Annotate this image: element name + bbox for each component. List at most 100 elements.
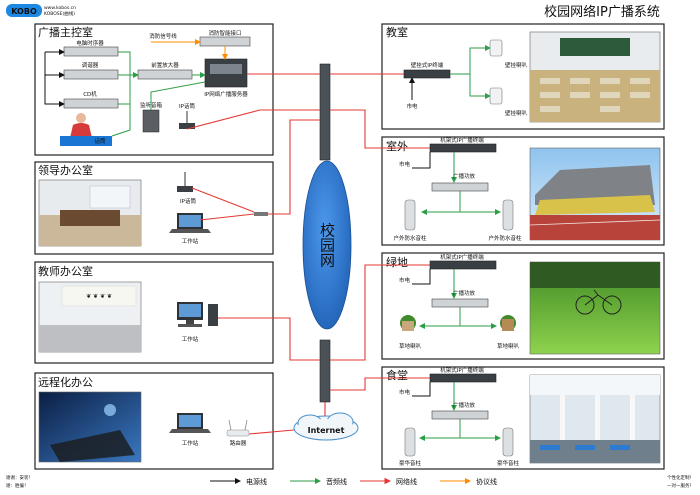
leader-pc-label: 工作站 [182,237,199,245]
logo-subtext-2: KOBOSE(曲线) [44,10,75,17]
desk-label: 话筒 [94,137,106,145]
wall-speaker-icon-2 [489,87,503,105]
ip-server-front [210,64,242,74]
logo-text: KOBO [11,7,37,16]
footer-note-left-1: 谢谢：安装！ [6,474,33,481]
lawn-terminal-label: 机架式IP广播终端 [440,253,484,261]
classroom-audio-line-1 [450,45,491,75]
core-switch-bottom [319,339,331,403]
legend: 电源线 音频线 网络线 协议线 [210,477,497,486]
footer-note-right-1: 个性化定制！ [667,474,694,481]
fire-signal-label: 消防信号线 [149,32,177,40]
kobo-logo: KOBO www.kobos.cn KOBOSE(曲线) [6,4,76,17]
room-title-canteen: 食堂 [386,368,408,382]
leader-switch-icon [254,212,268,216]
ip-mic-label: IP话筒 [179,102,195,110]
outdoor-power-line [412,152,431,169]
header: KOBO www.kobos.cn KOBOSE(曲线) 校园网络IP广播系统 [6,4,660,20]
room-title-leader: 领导办公室 [38,163,93,177]
classroom-terminal-label: 壁挂式IP终端 [411,61,444,69]
logo-subtext-1: www.kobos.cn [44,5,76,11]
legend-audio-label: 音频线 [326,477,347,486]
lawn-speaker-label-2: 草地喇叭 [497,342,520,350]
outdoor-amp-label: 广播功放 [453,172,476,180]
wall-speaker-icon-1 [489,39,503,57]
fire-port-device [199,36,251,47]
net-line-bc-mic [186,109,320,130]
canteen-power-label: 市电 [399,388,411,396]
wall-speaker-label-1: 壁挂喇叭 [505,61,528,69]
net-line-leader [268,119,320,215]
canteen-power-line [412,382,431,397]
canteen-column-speaker-icon-2 [502,427,514,457]
broadcast-devices: 电脑时序器 调谐器 CD机 消防智能接口 消防信号线 前置放大器 IP网络广播服… [44,29,251,146]
announcer-figure: 话筒 [60,113,112,146]
campus-network-label: 校园网 [318,223,336,269]
net-line-lawn [330,264,430,361]
net-line-leader-pc [199,213,255,221]
leader-laptop-icon [169,213,211,233]
teacher-office-board-marks: ❦ ❦ ❦ ❦ [86,293,112,300]
classroom-audio-line-2 [469,74,491,99]
outdoor-power-label: 市电 [399,160,411,168]
page-title: 校园网络IP广播系统 [544,4,660,20]
teacher-pc-label: 工作站 [182,335,199,343]
room-title-outdoor: 室外 [386,139,408,153]
footer-note-right-2: 一对一服务！ [667,482,694,489]
teacher-desktop-icon [177,302,218,327]
net-line-outdoor [330,109,430,149]
canteen-amp-label: 广播功放 [453,401,476,409]
leader-ip-mic-icon [177,172,193,192]
internet-label: Internet [308,426,345,435]
lawn-power-line [412,269,431,285]
net-line-canteen [330,377,430,391]
footer-note-left-2: 谢：胜偏！ [6,482,29,489]
lawn-photo [529,261,661,355]
audio-line-bc-6 [111,104,131,137]
room-title-broadcast: 广播主控室 [38,25,93,39]
outdoor-terminal-device [429,143,497,153]
remote-laptop-icon [169,413,211,433]
outdoor-column-speaker-icon-1 [404,199,416,231]
stadium-photo [529,147,661,241]
leader-office-desk [60,210,120,226]
canteen-photo [529,374,661,464]
remote-office-keyboard [50,430,135,462]
canteen-speaker-label-1: 豪华音柱 [399,459,422,467]
legend-power-label: 电源线 [246,477,267,486]
canteen-terminal-device [429,373,497,383]
net-line-remote [248,429,295,435]
canteen-column-speaker-icon-1 [404,427,416,457]
net-line-leader-mic [191,187,255,213]
room-title-classroom: 教室 [386,25,408,39]
lawn-amp-device [431,298,489,308]
classroom-terminal-device [403,69,451,79]
fire-port-label: 消防智能接口 [208,29,241,37]
ip-mic-icon [179,111,195,129]
monitor-speaker-icon [142,109,160,133]
timer-device [63,46,119,57]
preamp-label: 前置放大器 [151,61,179,69]
preamp-device [137,69,193,80]
campus-network-ellipse [302,160,352,330]
leader-office-window [89,185,131,209]
teacher-office-board [61,285,137,307]
tuner-label: 调谐器 [82,61,99,69]
lawn-power-label: 市电 [399,276,411,284]
audio-line-bc-5 [150,81,206,110]
legend-network-label: 网络线 [396,477,417,486]
cd-device [63,98,119,109]
teacher-office-desks [39,325,141,352]
core-switch-top [319,63,331,161]
net-line-teacher [218,317,320,361]
legend-protocol-label: 协议线 [476,477,497,486]
outdoor-column-speaker-icon-2 [502,199,514,231]
room-title-remote: 远程化办公 [38,375,93,389]
tuner-device [63,69,119,80]
router-label: 路由器 [230,439,247,447]
power-line-bc-1 [44,52,65,107]
outdoor-terminal-label: 机架式IP广播终端 [440,136,484,144]
room-title-teacher: 教师办公室 [38,264,93,278]
wall-speaker-label-2: 壁挂喇叭 [505,109,528,117]
outdoor-speaker-label-2: 户外防水音柱 [488,234,522,242]
